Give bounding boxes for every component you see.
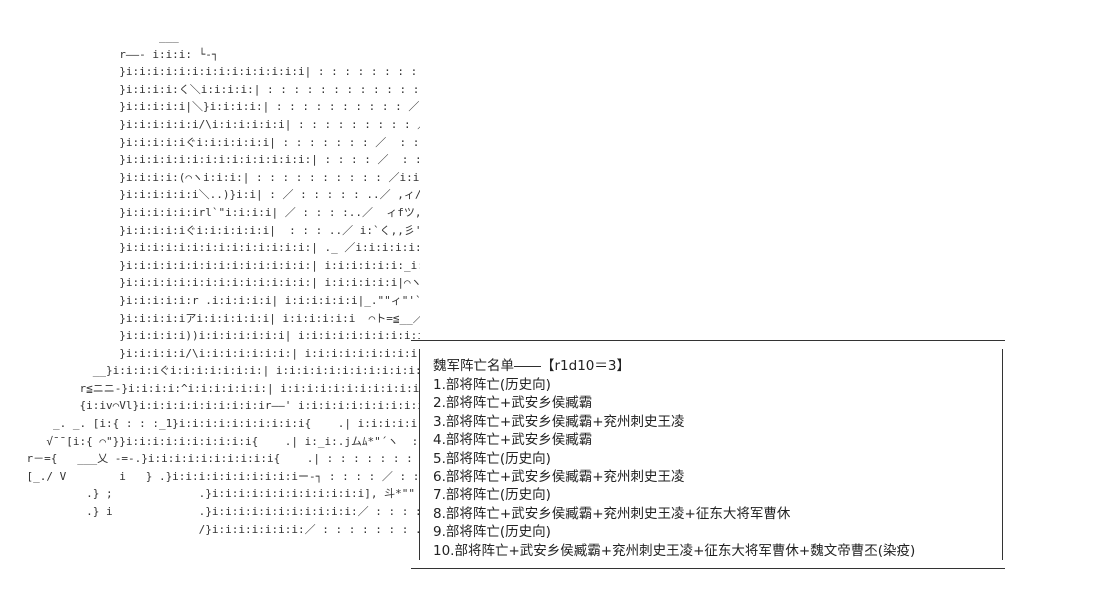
ascii-art-line: ___ bbox=[0, 30, 179, 43]
ascii-art-line: }i:i:i:i:i:i:i:i:i:i:i:i:i:i:| i:i:i:i:i… bbox=[119, 276, 420, 290]
ascii-art-line: r≦ニニ-}i:i:i:i:^i:i:i:i:i:i:| i:i:i:i:i:i… bbox=[79, 381, 420, 395]
ascii-art-line: _. _. [i:{ : : :_1}i:i:i:i:i:i:i:i:i:i{ … bbox=[52, 417, 420, 431]
roster-entry-list: 1.部将阵亡(历史向) 2.部将阵亡+武安乡侯臧霸 3.部将阵亡+武安乡侯臧霸+… bbox=[433, 376, 915, 560]
ascii-art-line: }i:i:i:i:i:i＼..)}i:i| : ／ : : : : : ..／ … bbox=[119, 188, 420, 202]
ascii-art-line: }i:i:i:i:i:r .i:i:i:i:i| i:i:i:i:i:i|_."… bbox=[119, 293, 420, 307]
ascii-art-figure: ___ r――‐ i:i:i: └‐┐ }i:i:i:i:i:i:i:i:i:i… bbox=[0, 28, 420, 588]
roster-entry-9: 9.部将阵亡(历史向) bbox=[433, 524, 551, 541]
roster-entry-3: 3.部将阵亡+武安乡侯臧霸+兖州刺史王凌 bbox=[433, 413, 685, 430]
ascii-art-line: }i:i:i:i:iアi:i:i:i:i:i| i:i:i:i:i:i ⌒ト=≦… bbox=[119, 311, 420, 325]
ascii-art-line: }i:i:i:i:i))i:i:i:i:i:i:i| i:i:i:i:i:i:i… bbox=[119, 329, 420, 343]
ascii-art-line: }i:i:i:i:i:i:i:i:i:i:i:i:i:i| : : : : : … bbox=[119, 65, 418, 79]
roster-entry-4: 4.部将阵亡+武安乡侯臧霸 bbox=[433, 432, 593, 449]
roster-entry-2: 2.部将阵亡+武安乡侯臧霸 bbox=[433, 395, 593, 412]
ascii-art-line: r――‐ i:i:i: └‐┐ bbox=[0, 47, 219, 61]
ascii-art-line: }i:i:i:i:iぐi:i:i:i:i:i| : : : ..／ i:`く,,… bbox=[119, 223, 420, 237]
ascii-art-line: √¯¯[i:{ ⌒"}}i:i:i:i:i:i:i:i:i:i{ .| i:_i… bbox=[46, 434, 419, 448]
roster-left-border bbox=[419, 349, 420, 560]
ascii-art-line: }i:i:i:i:i:i:i:i:i:i:i:i:i:i:| ._ ／i:i:i… bbox=[119, 241, 420, 255]
ascii-art-line: [_./ V i } .}i:i:i:i:i:i:i:i:i:iー‐┐ : : … bbox=[26, 469, 420, 483]
ascii-art-line: }i:i:i:i:i:i:i:i:i:i:i:i:i:i:| i:i:i:i:i… bbox=[119, 258, 420, 272]
ascii-art-line: }i:i:i:i:iぐi:i:i:i:i:i| : : : : : : : ／ … bbox=[119, 135, 420, 149]
ascii-art-line: .} ; .}i:i:i:i:i:i:i:i:i:i:i:i], 斗*"" : … bbox=[86, 487, 415, 501]
roster-entry-5: 5.部将阵亡(历史向) bbox=[433, 450, 551, 467]
roster-entry-7: 7.部将阵亡(历史向) bbox=[433, 487, 551, 504]
roster-entry-10: 10.部将阵亡+武安乡侯臧霸+兖州刺史王凌+征东大将军曹休+魏文帝曹丕(染疫) bbox=[433, 542, 916, 559]
roster-title: 魏军阵亡名单――【r1d10＝3】 bbox=[433, 358, 630, 374]
ascii-art-line: }i:i:i:i:i/\i:i:i:i:i:i:i:| i:i:i:i:i:i:… bbox=[119, 346, 420, 360]
ascii-art-line: /}i:i:i:i:i:i:i:／ : : : : : : : ..:..:{ … bbox=[198, 522, 420, 536]
ascii-art-line: }i:i:i:i:i:i:i:i:i:i:i:i:i:i:| : : : : ／… bbox=[119, 153, 420, 167]
ascii-art-line: r－={ ___乂 -=-.}i:i:i:i:i:i:i:i:i:i{ .| :… bbox=[26, 452, 420, 466]
ascii-art-line: }i:i:i:i:(⌒ヽi:i:i:| : : : : : : : : : : … bbox=[119, 170, 420, 184]
roster-right-border bbox=[1002, 349, 1003, 560]
casualty-roster-box: 魏军阵亡名单――【r1d10＝3】 1.部将阵亡(历史向) 2.部将阵亡+武安乡… bbox=[411, 340, 1005, 569]
roster-entry-8: 8.部将阵亡+武安乡侯臧霸+兖州刺史王凌+征东大将军曹休 bbox=[433, 505, 791, 522]
roster-entry-1: 1.部将阵亡(历史向) bbox=[433, 377, 551, 393]
ascii-art-line: __}i:i:i:iぐi:i:i:i:i:i:i:| i:i:i:i:i:i:i… bbox=[92, 364, 420, 378]
roster-entry-6: 6.部将阵亡+武安乡侯臧霸+兖州刺史王凌 bbox=[433, 468, 685, 485]
ascii-art-line: .} i .}i:i:i:i:i:i:i:i:i:i:i:／ : : : : :… bbox=[86, 505, 420, 519]
ascii-art-line: }i:i:i:i:i|＼}i:i:i:i:| : : : : : : : : :… bbox=[119, 100, 420, 114]
ascii-art-line: }i:i:i:i:i:irl`"i:i:i:i| ／ : : : :..／ ィf… bbox=[119, 205, 420, 219]
ascii-art-line: {i:iv⌒Vl}i:i:i:i:i:i:i:i:i:ir――' i:i:i:i… bbox=[79, 399, 420, 413]
ascii-art-line: }i:i:i:i:i:i/\i:i:i:i:i:i| : : : : : : :… bbox=[119, 117, 420, 131]
ascii-art-line: }i:i:i:i:く＼i:i:i:i:| : : : : : : : : : :… bbox=[119, 82, 420, 96]
